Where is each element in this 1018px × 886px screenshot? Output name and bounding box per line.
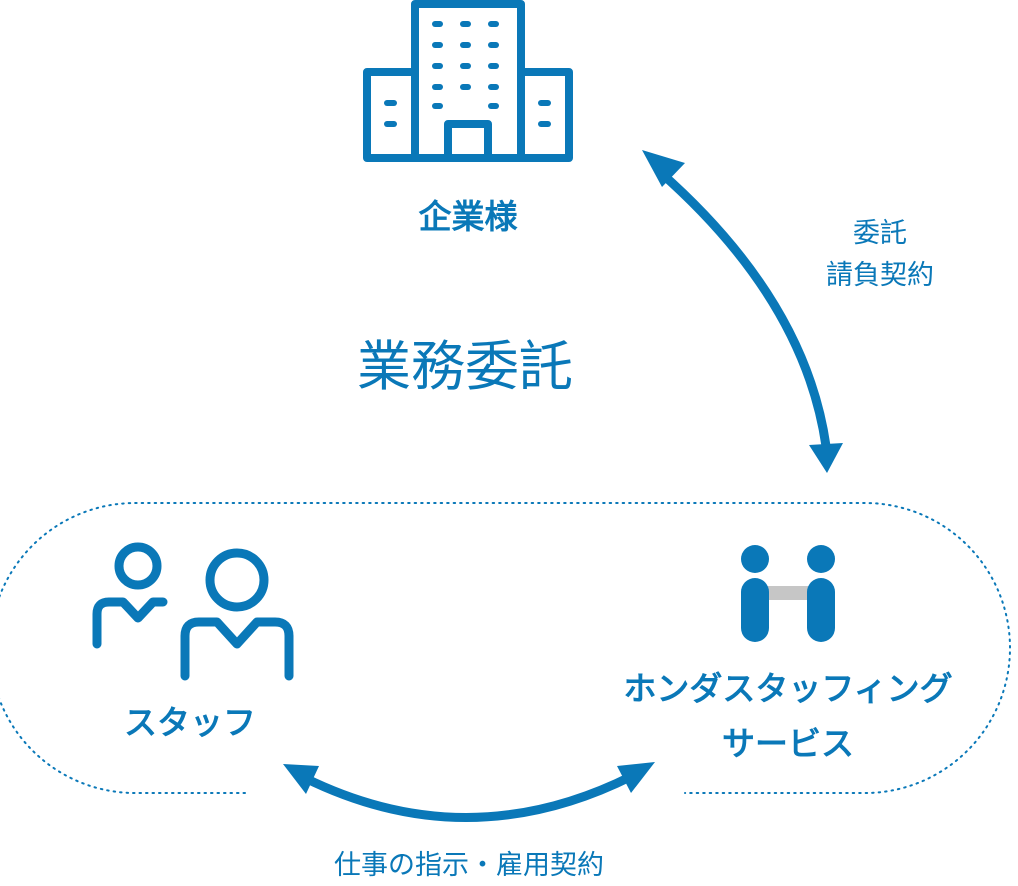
node-label-honda-line1: ホンダスタッフィング bbox=[623, 669, 953, 708]
edge-label-line2: 請負契約 bbox=[826, 260, 934, 291]
node-label-honda-line2: サービス bbox=[722, 724, 854, 763]
group-boundary bbox=[0, 502, 1011, 794]
arrowhead-company bbox=[642, 150, 685, 187]
node-label-staff: スタッフ bbox=[124, 703, 256, 742]
arrowhead-honda-bottom bbox=[617, 762, 655, 793]
diagram-title: 業務委託 bbox=[357, 335, 573, 398]
arrow-company-honda bbox=[642, 150, 843, 473]
office-building-icon bbox=[363, 0, 573, 162]
edge-label-line1: 委託 bbox=[853, 218, 907, 249]
honda-staffing-logo-icon bbox=[741, 545, 835, 642]
edge-label-staff-honda: 仕事の指示・雇用契約 bbox=[334, 850, 604, 881]
arrow-staff-honda bbox=[283, 762, 655, 822]
arrowhead-honda bbox=[809, 443, 843, 473]
two-people-icon bbox=[92, 542, 294, 681]
node-label-company: 企業様 bbox=[418, 197, 518, 236]
arrowhead-staff bbox=[283, 764, 319, 794]
